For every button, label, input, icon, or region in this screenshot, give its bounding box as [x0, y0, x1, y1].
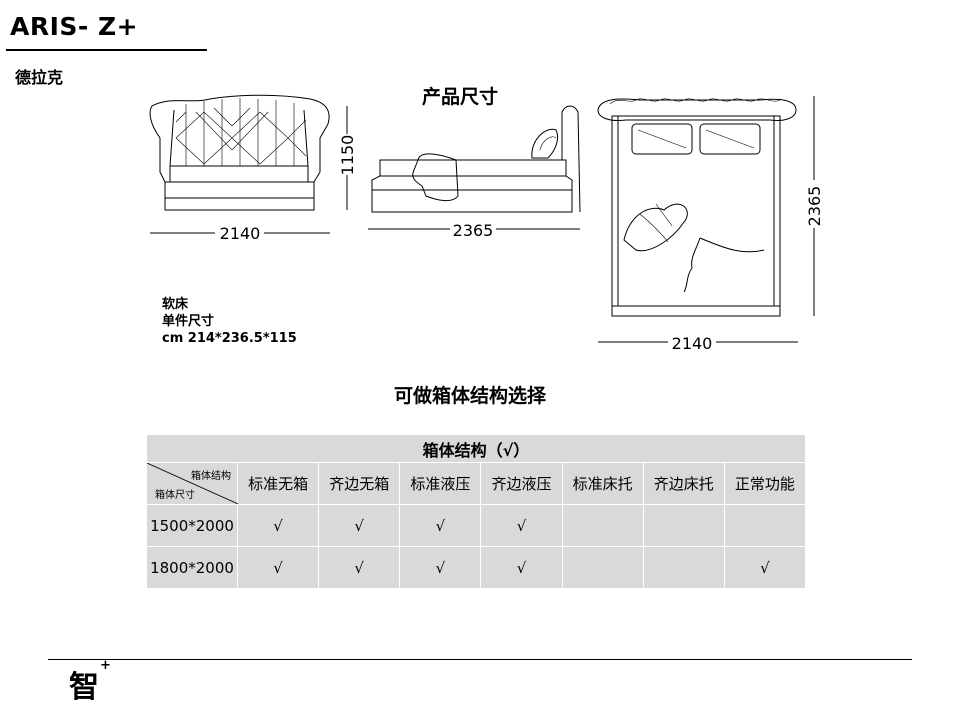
side-view-drawing: [368, 105, 581, 230]
table-row: 1800*2000 √ √ √ √ √: [146, 546, 807, 589]
bed-drawings: 2140 1150 2365 2365 2140: [149, 94, 824, 353]
spec-size-label: 单件尺寸: [162, 314, 215, 329]
table-cell: √: [480, 504, 563, 547]
table-cell: √: [236, 546, 320, 589]
diag-header-size: 箱体尺寸: [155, 490, 195, 501]
front-height-label: 1150: [338, 135, 357, 176]
table-cell: [561, 546, 644, 589]
table-cell: √: [723, 546, 807, 589]
column-header: 齐边床托: [642, 462, 725, 505]
diag-header-structure: 箱体结构: [191, 471, 231, 482]
structure-table: 箱体结构（√） 箱体结构 箱体尺寸 标准无箱 齐边无箱 标准液压 齐边液压 标准…: [146, 434, 807, 589]
table-cell: [642, 546, 725, 589]
column-header: 正常功能: [723, 462, 807, 505]
table-cell: √: [318, 504, 401, 547]
table-cell: [723, 504, 807, 547]
column-header: 齐边无箱: [318, 462, 401, 505]
table-cell: [642, 504, 725, 547]
row-size: 1500*2000: [146, 504, 238, 547]
spec-type: 软床: [162, 297, 189, 312]
row-size: 1800*2000: [146, 546, 238, 589]
brand-logo-mark: +: [100, 658, 111, 673]
table-row: 1500*2000 √ √ √ √: [146, 504, 807, 547]
table-cell: √: [399, 504, 482, 547]
page-title: ARIS- Z+: [10, 12, 139, 41]
structure-heading: 可做箱体结构选择: [393, 385, 546, 407]
top-length-label: 2365: [805, 186, 824, 227]
table-cell: [561, 504, 644, 547]
column-header: 标准液压: [399, 462, 482, 505]
column-header: 标准无箱: [236, 462, 320, 505]
title-underline: [6, 49, 207, 51]
front-width-label: 2140: [220, 224, 261, 243]
diagonal-line: [147, 463, 238, 504]
diagonal-header-cell: 箱体结构 箱体尺寸: [146, 462, 238, 505]
top-width-label: 2140: [672, 334, 713, 353]
table-cell: √: [236, 504, 320, 547]
column-header: 标准床托: [561, 462, 644, 505]
spec-block: 软床 单件尺寸 cm 214*236.5*115: [162, 296, 297, 347]
column-header: 齐边液压: [480, 462, 563, 505]
table-cell: √: [399, 546, 482, 589]
footer-divider: [48, 659, 912, 660]
front-view-drawing: [149, 94, 348, 234]
table-cell: √: [318, 546, 401, 589]
top-view-drawing: [597, 96, 815, 343]
brand-logo: 智: [69, 670, 99, 705]
side-length-label: 2365: [453, 221, 494, 240]
product-name: 德拉克: [15, 68, 64, 87]
dimensions-heading: 产品尺寸: [421, 86, 498, 108]
table-cell: √: [480, 546, 563, 589]
spec-size-value: cm 214*236.5*115: [162, 331, 297, 346]
table-title: 箱体结构（√）: [146, 434, 806, 463]
